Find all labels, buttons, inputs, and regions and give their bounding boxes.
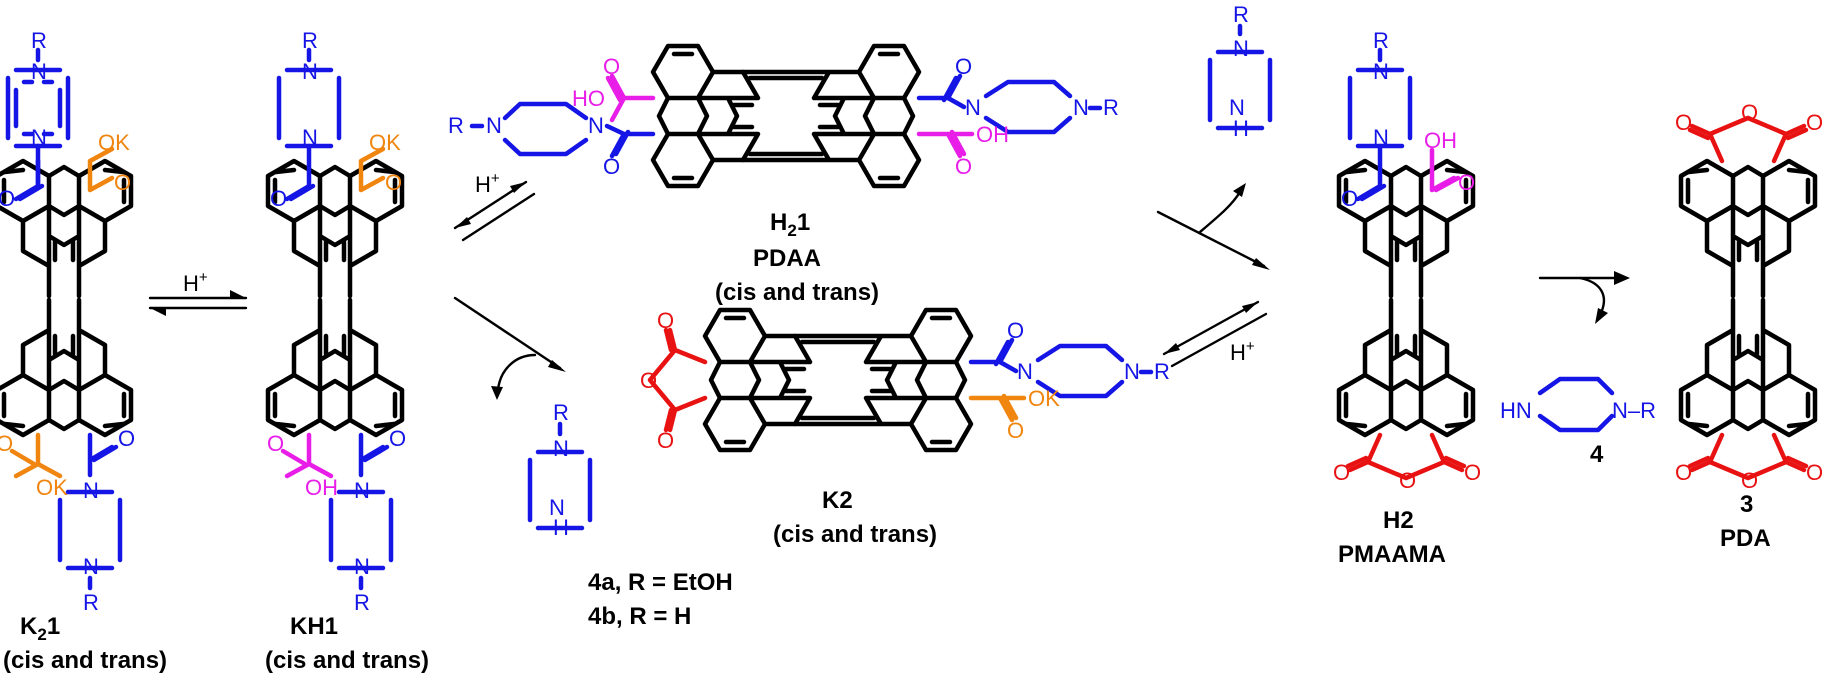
- atom-o: O: [955, 154, 972, 179]
- atom-o: O: [0, 186, 15, 211]
- atom-o: O: [657, 308, 674, 333]
- abbr-pda: PDA: [1720, 525, 1771, 552]
- atom-ho: HO: [572, 86, 605, 111]
- compound-h2-1: O HO O N N R O N N R O OH: [448, 46, 1119, 186]
- compound-k2: O O O O N N R O OK: [640, 308, 1170, 453]
- atom-o: O: [1675, 110, 1692, 135]
- atom-ok: OK: [98, 130, 130, 155]
- reagent-h: H+: [183, 269, 208, 296]
- atom-n: N: [1373, 59, 1389, 84]
- atom-o: O: [1341, 186, 1358, 211]
- atom-o: O: [657, 428, 674, 453]
- atom-oh: OH: [305, 475, 338, 500]
- atom-hn: HN: [1500, 398, 1532, 423]
- atom-n: N: [1229, 95, 1245, 120]
- note-h2-1: (cis and trans): [715, 279, 879, 306]
- atom-r: R: [1103, 95, 1119, 120]
- label-h2-1: H21: [770, 209, 810, 240]
- reaction-arrow-h2-to-pda: [1538, 271, 1630, 324]
- atom-o: O: [114, 170, 131, 195]
- atom-r: R: [1154, 359, 1170, 384]
- atom-n: N: [1233, 36, 1249, 61]
- atom-r: R: [302, 28, 318, 53]
- atom-o: O: [1741, 468, 1758, 493]
- atom-oh: OH: [976, 122, 1009, 147]
- atom-o: O: [1464, 460, 1481, 485]
- note-k2-1: (cis and trans): [3, 647, 167, 674]
- atom-r: R: [1373, 28, 1389, 53]
- atom-n: N: [1017, 359, 1033, 384]
- atom-o: O: [1741, 100, 1758, 125]
- label-4: 4: [1590, 441, 1604, 468]
- reaction-arrow-kh1-to-k2: [453, 296, 566, 400]
- atom-o: O: [603, 154, 620, 179]
- atom-n: N: [1124, 359, 1140, 384]
- atom-n: N: [1073, 95, 1089, 120]
- atom-o: O: [1007, 318, 1024, 343]
- label-kh1: KH1: [290, 613, 338, 640]
- compound-pda: O O O O O O: [1675, 100, 1823, 493]
- compound-k2-1: N N R O OK O O OK O N N R: [0, 28, 135, 615]
- atom-o: O: [1675, 460, 1692, 485]
- atom-o: O: [385, 170, 402, 195]
- label-h2: H2: [1383, 507, 1414, 534]
- atom-o: O: [1806, 460, 1823, 485]
- atom-r: R: [448, 113, 464, 138]
- atom-n-r: N–R: [1612, 398, 1656, 423]
- atom-o: O: [603, 54, 620, 79]
- label-4a: 4a, R = EtOH: [588, 569, 733, 596]
- piperazine-4ab: R N H N: [530, 400, 590, 540]
- atom-n: N: [486, 113, 502, 138]
- atom-r: R: [1233, 2, 1249, 27]
- equilibrium-arrow-1: H+: [148, 269, 248, 316]
- atom-n: N: [83, 554, 99, 579]
- atom-r: R: [83, 590, 99, 615]
- atom-o: O: [640, 368, 657, 393]
- label-k2-1: K21: [20, 613, 60, 644]
- atom-o: O: [389, 426, 406, 451]
- piperazine-4-top: R N H N: [1210, 2, 1270, 141]
- atom-o: O: [955, 54, 972, 79]
- piperazine-4-bottom: HN N–R: [1500, 376, 1656, 433]
- atom-h: H: [553, 515, 569, 540]
- label-4b: 4b, R = H: [588, 603, 691, 630]
- atom-r: R: [354, 590, 370, 615]
- reagent-h: H+: [1230, 338, 1255, 365]
- atom-r: R: [553, 400, 569, 425]
- atom-o: O: [267, 431, 284, 456]
- atom-o: O: [270, 186, 287, 211]
- abbr-pdaa: PDAA: [753, 245, 821, 272]
- atom-ok: OK: [369, 130, 401, 155]
- reaction-arrow-h2-1-to-h2: [1156, 183, 1270, 270]
- label-k2: K2: [822, 487, 853, 514]
- atom-o: O: [1806, 110, 1823, 135]
- atom-n: N: [549, 495, 565, 520]
- compound-kh1: N N R O OK O O OH O N N R: [267, 28, 406, 615]
- atom-o: O: [118, 426, 135, 451]
- atom-r: R: [31, 28, 47, 53]
- abbr-pmaama: PMAAMA: [1338, 541, 1446, 568]
- atom-ok: OK: [36, 475, 68, 500]
- atom-n: N: [354, 554, 370, 579]
- atom-h: H: [1233, 116, 1249, 141]
- note-kh1: (cis and trans): [265, 647, 429, 674]
- equilibrium-arrow-3: H+: [1162, 300, 1268, 368]
- reagent-h: H+: [475, 170, 500, 197]
- atom-o: O: [1458, 170, 1475, 195]
- note-k2: (cis and trans): [773, 521, 937, 548]
- atom-ok: OK: [1028, 386, 1060, 411]
- label-3: 3: [1740, 491, 1753, 518]
- equilibrium-arrow-2: H+: [453, 170, 536, 242]
- compound-h2: N N R O OH O O O O: [1333, 28, 1481, 493]
- atom-oh: OH: [1424, 128, 1457, 153]
- atom-n: N: [965, 95, 981, 120]
- atom-n: N: [553, 436, 569, 461]
- atom-o: O: [1333, 460, 1350, 485]
- atom-o: O: [0, 431, 13, 456]
- atom-n: N: [302, 59, 318, 84]
- atom-n: N: [588, 113, 604, 138]
- atom-o: O: [1399, 468, 1416, 493]
- atom-o: O: [1007, 418, 1024, 443]
